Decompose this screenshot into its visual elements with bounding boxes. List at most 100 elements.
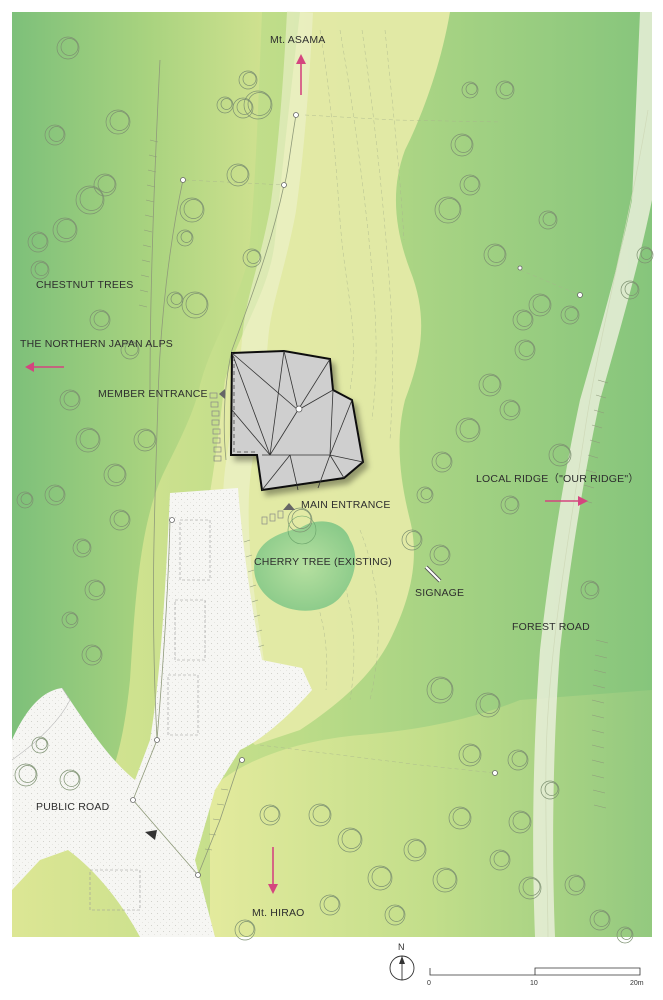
direction-arrow-icon xyxy=(268,847,278,894)
tree-icon xyxy=(462,745,481,763)
tree-icon xyxy=(538,210,558,230)
tree-icon xyxy=(341,829,362,849)
left-forest xyxy=(12,12,262,790)
tree-icon xyxy=(263,806,280,822)
tree-icon xyxy=(384,904,406,926)
tree-icon xyxy=(564,307,579,321)
tree-icon xyxy=(438,198,461,220)
tree-icon xyxy=(48,126,65,142)
tree-icon xyxy=(243,90,273,120)
tree-icon xyxy=(242,248,262,268)
tree-icon xyxy=(18,765,37,783)
tree-icon xyxy=(482,375,501,393)
tree-icon xyxy=(337,827,363,853)
tree-icon xyxy=(319,894,341,916)
tree-icon xyxy=(452,808,471,826)
tree-icon xyxy=(516,311,533,327)
tree-icon xyxy=(432,867,458,893)
tree-icon xyxy=(113,511,130,527)
tree-icon xyxy=(593,911,610,927)
tree-icon xyxy=(60,38,79,56)
tree-icon xyxy=(137,430,156,448)
tree-icon xyxy=(133,428,157,452)
tree-icon xyxy=(30,260,50,280)
tree-icon xyxy=(63,771,80,787)
tree-icon xyxy=(79,187,104,211)
north-label: N xyxy=(398,942,405,952)
tree-icon xyxy=(544,782,559,796)
tree-icon xyxy=(416,486,434,504)
tree-icon xyxy=(176,229,194,247)
tree-icon xyxy=(499,399,521,421)
stepping-stones xyxy=(209,392,284,525)
tree-icon xyxy=(181,291,209,319)
tree-icon xyxy=(568,876,585,892)
label-cherry-tree: CHERRY TREE (EXISTING) xyxy=(254,556,393,568)
tree-icon xyxy=(564,874,586,896)
tree-icon xyxy=(463,176,480,192)
tree-icon xyxy=(323,896,340,912)
tree-icon xyxy=(458,743,482,767)
tree-icon xyxy=(493,851,510,867)
tree-icon xyxy=(560,305,580,325)
tree-icon xyxy=(84,579,106,601)
entrance-triangle-icon xyxy=(283,503,295,510)
tree-icon xyxy=(388,906,405,922)
tree-icon xyxy=(450,133,474,157)
tree-icon xyxy=(59,389,81,411)
tree-icon xyxy=(88,581,105,597)
tree-icon xyxy=(185,293,208,315)
scale-tick-0: 0 xyxy=(427,980,431,987)
tree-icon xyxy=(584,582,599,596)
tree-icon xyxy=(489,849,511,871)
tree-icon xyxy=(246,250,261,264)
label-public-road: PUBLIC ROAD xyxy=(36,801,110,813)
tree-icon xyxy=(405,531,422,547)
label-member-entrance: MEMBER ENTRANCE xyxy=(98,388,208,400)
tree-icon xyxy=(183,199,204,219)
tree-icon xyxy=(542,212,557,226)
tree-icon xyxy=(180,231,193,243)
tree-icon xyxy=(52,217,78,243)
tree-icon xyxy=(79,429,100,449)
tree-icon xyxy=(487,245,506,263)
label-northern-alps: THE NORTHERN JAPAN ALPS xyxy=(20,338,173,350)
tree-icon xyxy=(475,692,501,718)
tree-icon xyxy=(59,769,81,791)
entrance-triangle-icon xyxy=(219,389,225,399)
signage-icon xyxy=(424,565,442,583)
tree-icon xyxy=(56,36,80,60)
tree-icon xyxy=(620,280,640,300)
tree-icon xyxy=(636,246,654,264)
tree-icon xyxy=(170,293,183,305)
tree-icon xyxy=(426,676,454,704)
tree-icon xyxy=(109,509,131,531)
tree-icon xyxy=(20,493,33,505)
tree-icon xyxy=(109,111,130,131)
tree-icon xyxy=(540,780,560,800)
tree-icon xyxy=(514,339,536,361)
label-forest-road: FOREST ROAD xyxy=(512,621,590,633)
tree-icon xyxy=(434,196,462,224)
parking-stalls xyxy=(89,519,211,911)
tree-icon xyxy=(230,165,249,183)
tree-icon xyxy=(511,751,528,767)
tree-symbols xyxy=(14,36,654,944)
tree-icon xyxy=(220,98,233,110)
north-arrow-icon xyxy=(389,955,415,981)
tree-icon xyxy=(616,926,634,944)
scale-tick-10: 10 xyxy=(530,980,538,987)
tree-icon xyxy=(431,451,453,473)
tree-icon xyxy=(436,869,457,889)
tree-icon xyxy=(312,805,331,823)
tree-icon xyxy=(512,812,531,830)
tree-icon xyxy=(226,163,250,187)
tree-icon xyxy=(420,488,433,500)
tree-icon xyxy=(495,80,515,100)
tree-icon xyxy=(72,538,92,558)
tree-icon xyxy=(454,135,473,153)
tree-icon xyxy=(640,248,653,260)
tree-icon xyxy=(56,219,77,239)
tree-icon xyxy=(512,309,534,331)
